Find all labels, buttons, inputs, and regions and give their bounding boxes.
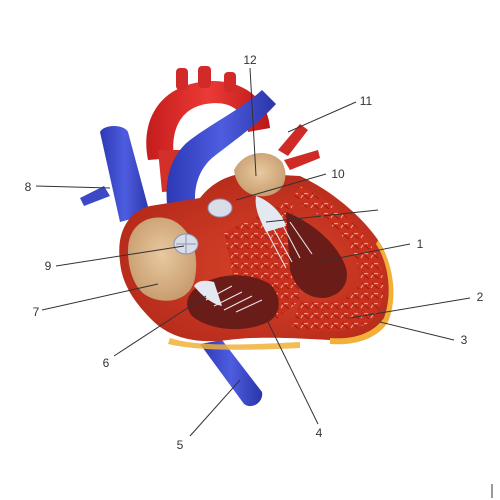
inferior-vena-cava — [200, 340, 263, 407]
leader-line-7 — [41, 283, 159, 311]
label-4: 4 — [315, 426, 323, 440]
leader-line-3 — [379, 321, 455, 341]
leader-line-5 — [189, 379, 241, 437]
label-6: 6 — [102, 356, 110, 370]
scroll-edge-mark — [491, 484, 493, 498]
leader-line-extra — [265, 209, 379, 223]
leader-line-2 — [349, 297, 471, 319]
label-1: 1 — [416, 237, 424, 251]
label-2: 2 — [476, 290, 484, 304]
leader-lines — [35, 67, 471, 437]
label-8: 8 — [24, 180, 32, 194]
leader-line-12 — [249, 67, 257, 177]
label-11: 11 — [359, 94, 373, 108]
label-7: 7 — [32, 305, 40, 319]
label-10: 10 — [331, 167, 345, 181]
leader-line-10 — [235, 173, 327, 201]
left-ventricle-wall — [292, 186, 384, 332]
label-3: 3 — [460, 333, 468, 347]
leader-line-1 — [317, 243, 411, 263]
pulmonary-veins — [278, 124, 320, 170]
label-9: 9 — [44, 259, 52, 273]
leader-line-11 — [287, 101, 357, 133]
leader-line-9 — [55, 245, 185, 267]
leader-line-6 — [113, 295, 207, 357]
left-atrium — [234, 152, 286, 197]
leader-line-8 — [35, 185, 111, 189]
label-5: 5 — [176, 438, 184, 452]
superior-vena-cava — [80, 126, 150, 222]
leader-line-4 — [267, 321, 319, 425]
label-12: 12 — [243, 53, 257, 67]
heart-valves — [173, 196, 286, 306]
